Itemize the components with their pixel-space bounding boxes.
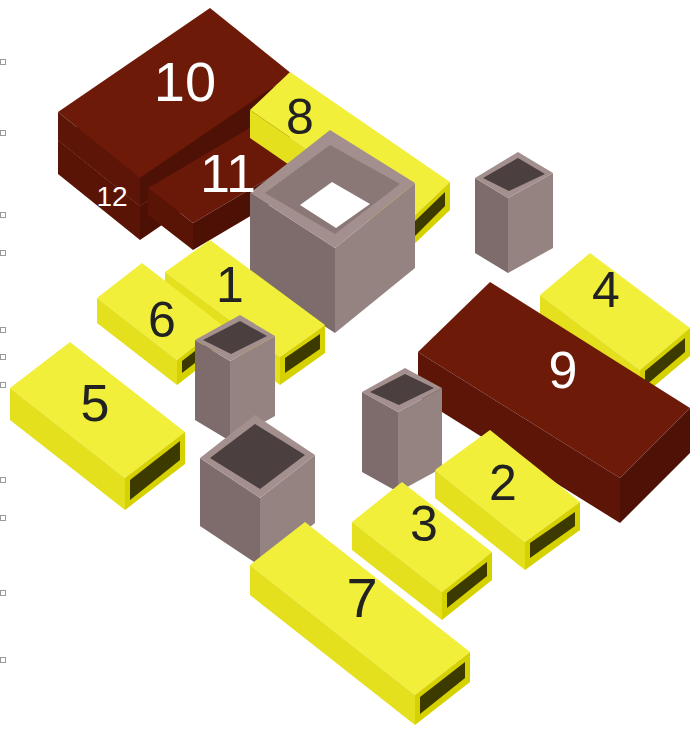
yellow-tube: [250, 522, 470, 725]
yellow-tube: [10, 342, 185, 510]
part-number: 3: [410, 499, 438, 549]
part-number: 6: [148, 295, 176, 345]
part-number: 7: [346, 570, 377, 626]
grey-tube: [475, 152, 553, 273]
grey-tube: [362, 368, 442, 492]
part-number: 9: [549, 344, 578, 396]
part-number: 8: [286, 92, 314, 142]
part-number: 5: [81, 377, 110, 429]
part-number: 10: [154, 54, 216, 110]
part-number: 12: [96, 183, 127, 211]
part-number: 4: [592, 265, 620, 315]
edge-ticks: [1, 60, 6, 663]
part-number: 2: [489, 458, 517, 508]
part-number: 1: [216, 260, 244, 310]
part-number: 11: [200, 146, 256, 200]
